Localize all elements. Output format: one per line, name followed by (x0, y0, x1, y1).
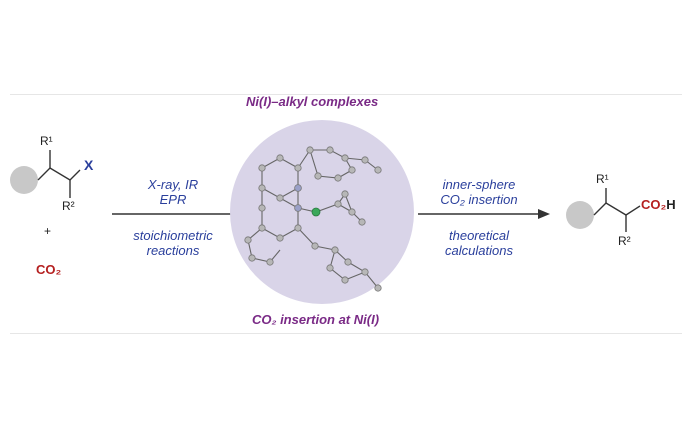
arrow-right-below-line1: theoretical (449, 228, 509, 243)
arrow-right-head (538, 209, 550, 219)
substrate-chain (37, 167, 81, 181)
arrow-left-above-line1: X-ray, IR (147, 177, 199, 192)
title-bottom: CO₂ insertion at Ni(I) (252, 312, 380, 327)
product-r1-label: R¹ (596, 172, 609, 186)
arrow-right-below: theoretical calculations (420, 228, 538, 258)
product-sphere (566, 201, 594, 229)
arrow-right-above-line1: inner-sphere (442, 177, 516, 192)
product-r2-label: R² (618, 234, 631, 248)
arrow-right-above-line2: CO₂ insertion (440, 192, 518, 207)
title-top: Ni(I)–alkyl complexes (246, 94, 379, 109)
plus-sign: + (44, 224, 52, 238)
arrow-right-below-line2: calculations (445, 243, 513, 258)
arrow-right-above: inner-sphere CO₂ insertion (420, 177, 538, 207)
co2-reagent: CO₂ (36, 262, 62, 277)
product-co2h-label: CO₂H (641, 197, 676, 212)
ni-complex-atoms (244, 146, 382, 292)
arrow-left-below: stoichiometric reactions (118, 228, 228, 258)
product-chain (593, 202, 641, 216)
product-h-part: H (666, 197, 676, 212)
arrow-left-below-line1: stoichiometric (133, 228, 213, 243)
figure-frame (10, 94, 682, 334)
arrow-left-above-line2: EPR (159, 192, 187, 207)
complex-circle (230, 120, 414, 304)
substrate-x-label: X (84, 157, 94, 173)
substrate-r1-label: R¹ (40, 134, 53, 148)
arrow-left-below-line2: reactions (146, 243, 200, 258)
arrow-left-above: X-ray, IR EPR (118, 177, 228, 207)
substrate-r2-label: R² (62, 199, 75, 213)
substrate-sphere (10, 166, 38, 194)
product-co2-part: CO₂ (641, 197, 667, 212)
